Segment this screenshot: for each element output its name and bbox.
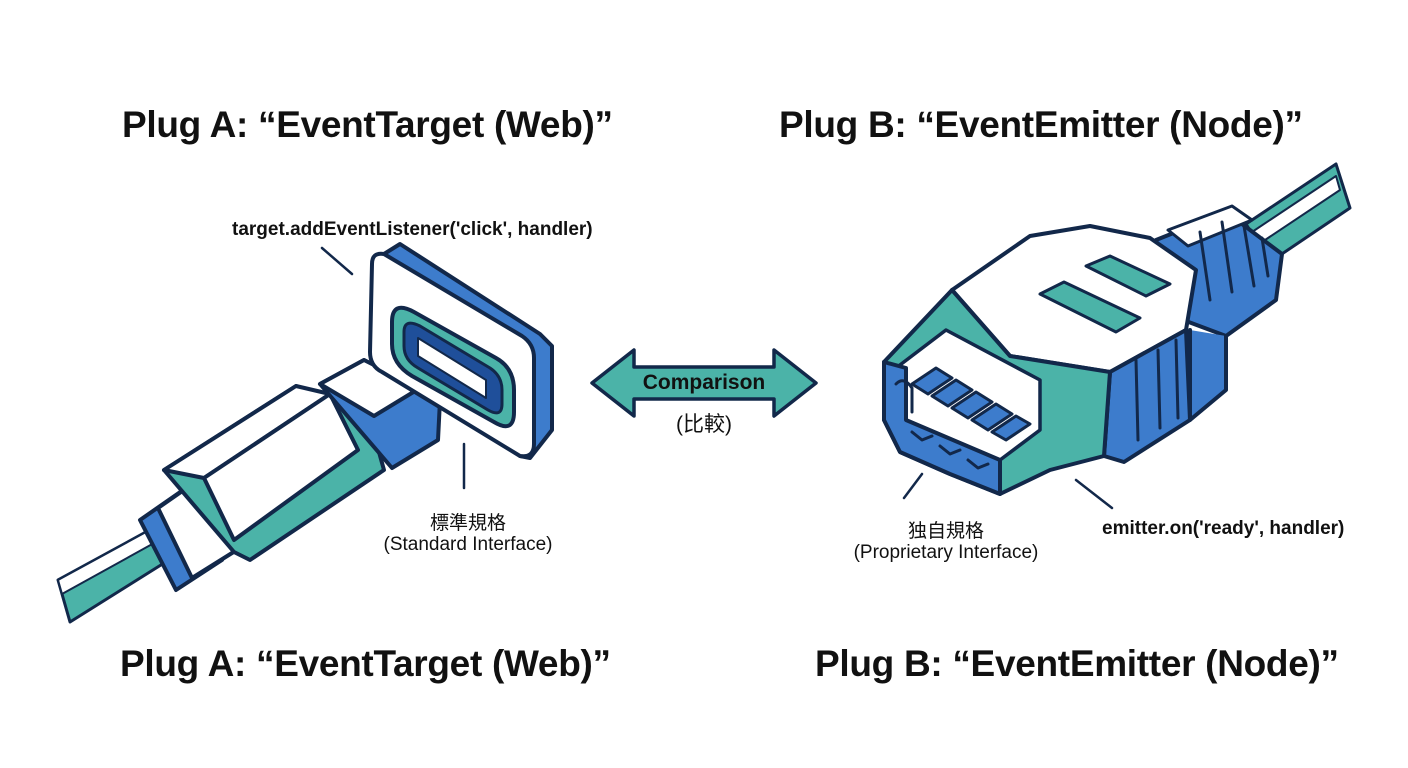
plug-a-port: [368, 242, 554, 460]
plug-b-label-en: (Proprietary Interface): [853, 542, 1039, 563]
plug-b-body: [882, 224, 1198, 496]
plug-b-code-label: emitter.on('ready', handler): [1102, 518, 1345, 539]
comparison-arrow: [590, 348, 818, 418]
plug-b-cable: [1154, 162, 1352, 422]
plug-b-title-top: Plug B: “EventEmitter (Node)”: [779, 104, 1303, 145]
plug-b-title-bottom: Plug B: “EventEmitter (Node)”: [815, 643, 1339, 684]
plug-a-code-leader: [320, 246, 354, 276]
plug-a-title-bottom: Plug A: “EventTarget (Web)”: [120, 643, 611, 684]
plug-b-label-jp: 独自規格: [907, 521, 984, 542]
plug-a-title-top: Plug A: “EventTarget (Web)”: [122, 104, 613, 145]
comparison-label-jp: (比較): [676, 413, 732, 436]
plug-b-label-leader: [902, 472, 924, 500]
plug-a-label-en: (Standard Interface): [383, 534, 553, 555]
plug-a-cable: [56, 358, 442, 624]
plug-b-code-leader: [1074, 478, 1114, 510]
plug-a-label-jp: 標準規格: [429, 513, 506, 534]
plug-a-code-label: target.addEventListener('click', handler…: [232, 219, 593, 240]
comparison-label: Comparison: [642, 371, 766, 394]
